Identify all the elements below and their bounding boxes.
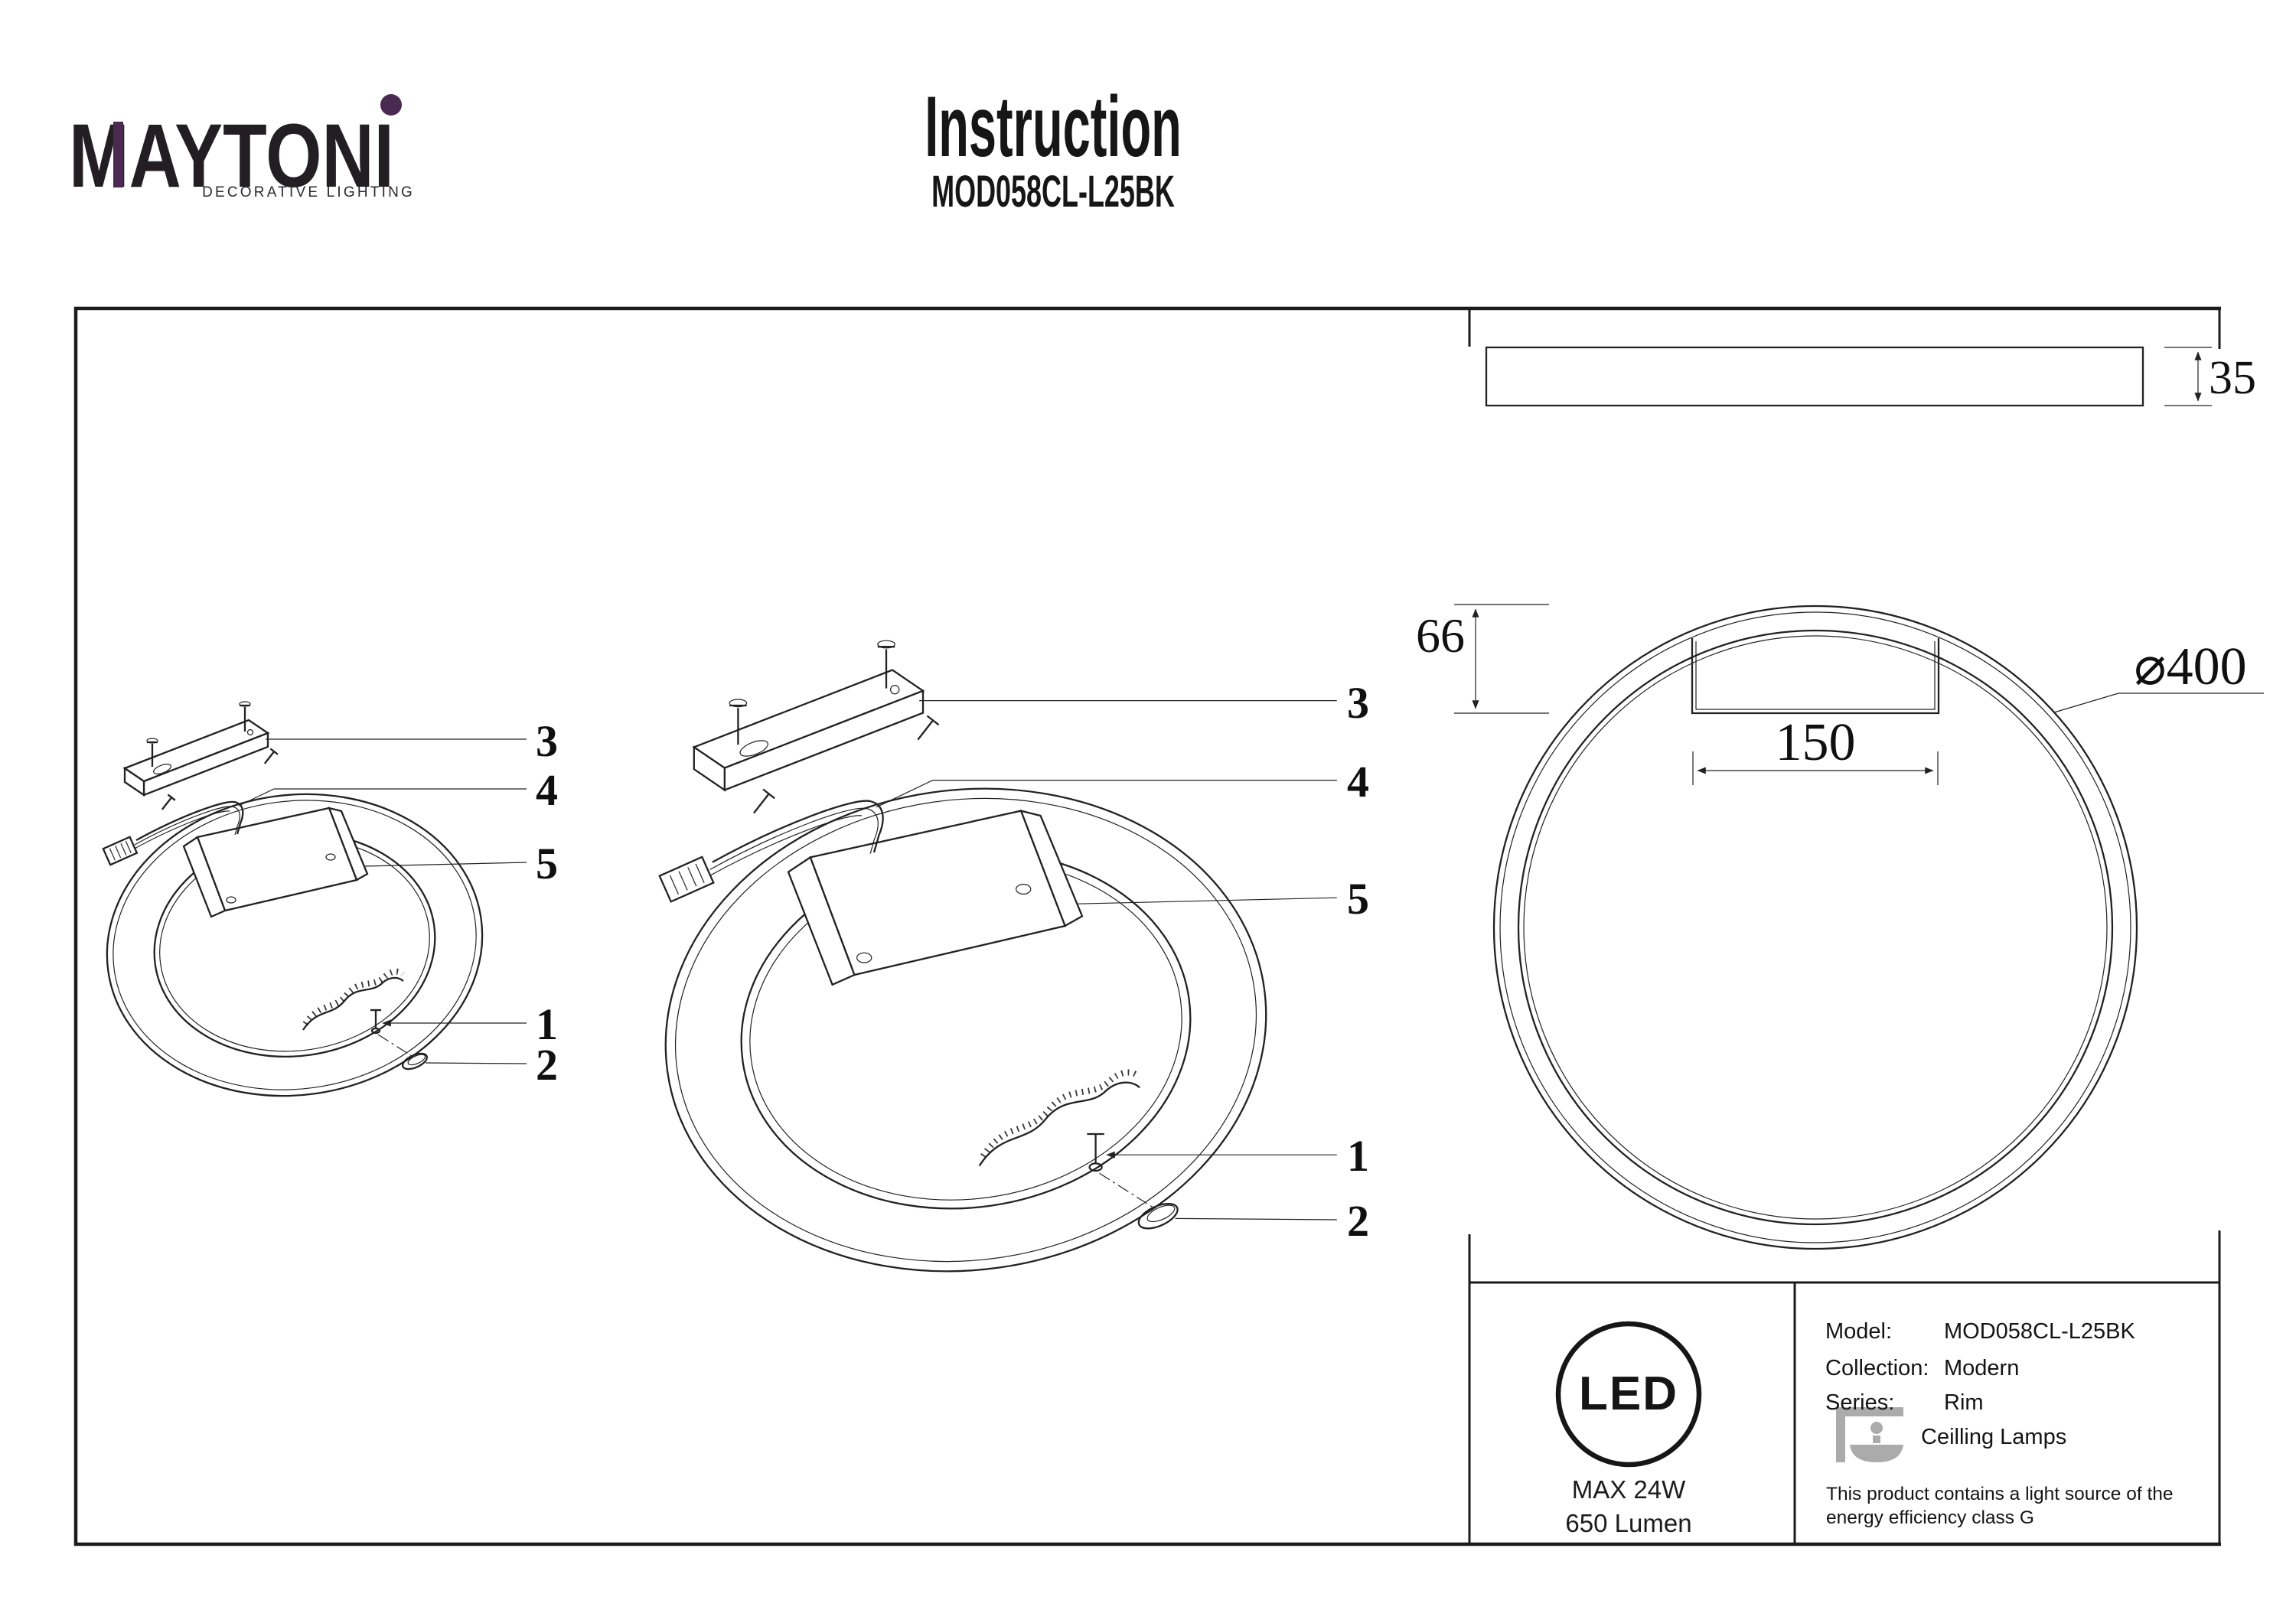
led-badge-text: LED: [1579, 1367, 1678, 1420]
series-value: Rim: [1944, 1390, 1984, 1415]
callout-5: 5: [536, 839, 558, 888]
callout-4: 4: [1347, 757, 1369, 807]
model-label: Model:: [1825, 1319, 1893, 1344]
note-line-1: This product contains a light source of …: [1826, 1484, 2174, 1504]
max-power: MAX 24W: [1571, 1475, 1686, 1504]
brand-tagline: DECORATIVE LIGHTING: [202, 184, 415, 200]
note-line-2: energy efficiency class G: [1826, 1507, 2034, 1528]
dim-mount-width: 150: [1776, 713, 1856, 772]
category-value: Ceilling Lamps: [1921, 1425, 2067, 1449]
callout-5: 5: [1347, 874, 1369, 924]
collection-label: Collection:: [1825, 1356, 1929, 1380]
logo-purple-stroke: [113, 122, 123, 187]
callout-1: 1: [536, 999, 558, 1049]
luminous-flux: 650 Lumen: [1565, 1509, 1692, 1537]
callout-2: 2: [1347, 1196, 1369, 1246]
title-block: Instruction MOD058CL-L25BK: [801, 84, 1306, 214]
led-badge-circle: [1558, 1324, 1699, 1465]
series-label: Series:: [1825, 1390, 1895, 1415]
page-border: [74, 307, 2221, 1546]
model-number: MOD058CL-L25BK: [931, 167, 1175, 217]
logo-purple-dot: [380, 94, 402, 116]
energy-class-note: This product contains a light source of …: [1826, 1483, 2224, 1530]
callout-3: 3: [536, 716, 558, 766]
page-title: Instruction: [925, 79, 1182, 174]
dim-thickness: 35: [2209, 352, 2256, 404]
front-view-drawing: 150 66 ⌀400: [1416, 605, 2264, 1249]
ceiling-lamp-icon: [1836, 1407, 1903, 1462]
callout-2: 2: [536, 1040, 558, 1090]
brand-logo: MAYTONI DECORATIVE LIGHTING: [69, 94, 421, 201]
exploded-view-small: 3 4 5 1 2: [87, 702, 558, 1119]
callout-1: 1: [1347, 1131, 1369, 1181]
dim-diameter: ⌀400: [2134, 637, 2246, 696]
spec-panel-border: [1469, 1234, 2219, 1544]
collection-value: Modern: [1944, 1356, 2020, 1380]
dim-mount-depth: 66: [1416, 608, 1465, 663]
model-value: MOD058CL-L25BK: [1944, 1319, 2135, 1344]
callout-3: 3: [1347, 678, 1369, 728]
callout-4: 4: [536, 765, 558, 815]
exploded-view-large: 3 4 5 1 2: [634, 640, 1369, 1309]
side-view-drawing: 35: [1486, 347, 2256, 406]
